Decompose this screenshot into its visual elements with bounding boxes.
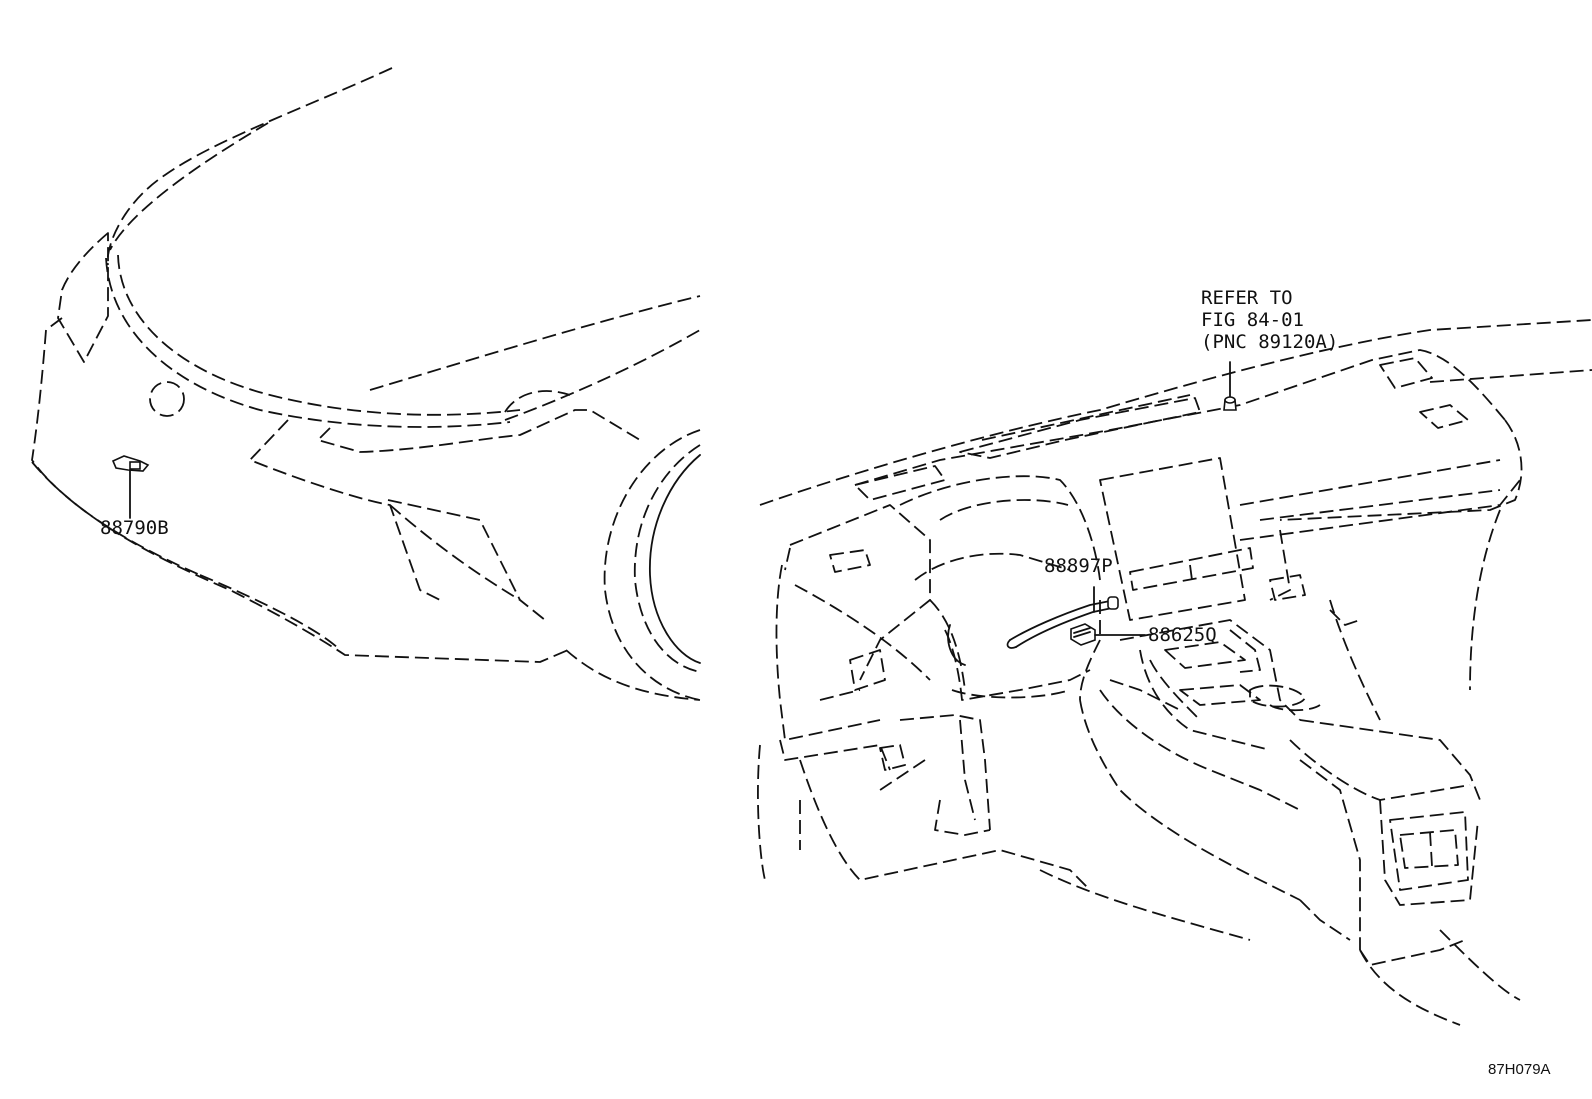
callout-88790B: 88790B [100, 517, 169, 539]
callout-88625Q: 88625Q [1148, 624, 1217, 646]
figure-id: 87H079A [1488, 1061, 1551, 1078]
refer-to-note-line1: REFER TO [1201, 287, 1293, 309]
refer-to-note-line3: (PNC 89120A) [1201, 331, 1339, 353]
cable-88897P-icon [1006, 586, 1119, 649]
callout-88897P: 88897P [1044, 555, 1113, 577]
sensor-89120A-icon [1223, 361, 1237, 411]
vehicle-front-view [31, 67, 701, 701]
module-88625Q-icon [1070, 623, 1146, 646]
instrument-panel-view [757, 319, 1592, 1026]
refer-to-note-line2: FIG 84-01 [1201, 309, 1304, 331]
sensor-88790B-icon [111, 455, 150, 519]
